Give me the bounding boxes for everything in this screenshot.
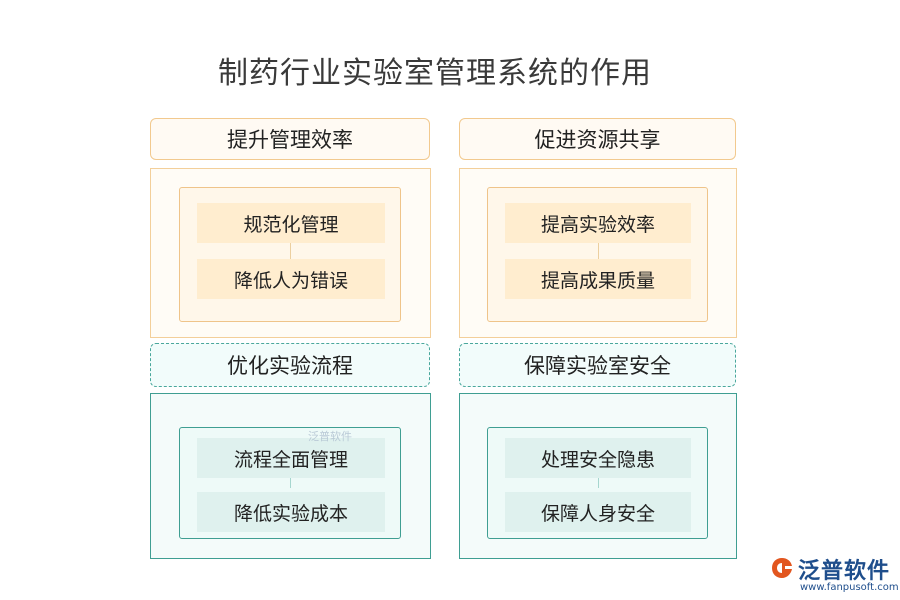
panel-process: 流程全面管理 降低实验成本 <box>150 393 431 559</box>
item-label: 规范化管理 <box>243 213 339 236</box>
panel-efficiency: 规范化管理 降低人为错误 <box>150 168 431 338</box>
item-label: 降低实验成本 <box>233 502 348 525</box>
connector-line <box>290 233 291 263</box>
header-process-label: 优化实验流程 <box>227 354 353 378</box>
item-process-2: 降低实验成本 <box>197 492 385 532</box>
inner-process: 流程全面管理 降低实验成本 <box>179 427 401 539</box>
item-safety-2: 保障人身安全 <box>505 492 691 532</box>
header-safety: 保障实验室安全 <box>459 343 736 387</box>
brand-logo: 泛普软件 www.fanpusoft.com <box>770 553 899 595</box>
header-sharing: 促进资源共享 <box>459 118 736 160</box>
watermark-text: 泛普软件 <box>308 430 352 443</box>
logo-url: www.fanpusoft.com <box>800 582 899 593</box>
connector-line <box>598 233 599 263</box>
watermark: 泛普软件 <box>308 428 352 444</box>
item-label: 降低人为错误 <box>233 269 348 292</box>
connector-line <box>598 468 599 488</box>
logo-icon <box>772 558 792 578</box>
inner-safety: 处理安全隐患 保障人身安全 <box>487 427 708 539</box>
item-label: 流程全面管理 <box>233 448 348 471</box>
item-efficiency-2: 降低人为错误 <box>197 259 385 299</box>
header-efficiency: 提升管理效率 <box>150 118 430 160</box>
item-sharing-2: 提高成果质量 <box>505 259 691 299</box>
panel-safety: 处理安全隐患 保障人身安全 <box>459 393 737 559</box>
inner-sharing: 提高实验效率 提高成果质量 <box>487 187 708 322</box>
item-efficiency-1: 规范化管理 <box>197 203 385 243</box>
inner-efficiency: 规范化管理 降低人为错误 <box>179 187 401 322</box>
item-process-1: 流程全面管理 <box>197 438 385 478</box>
header-safety-label: 保障实验室安全 <box>524 354 671 378</box>
item-label: 保障人身安全 <box>540 502 655 525</box>
connector-line <box>290 468 291 488</box>
panel-sharing: 提高实验效率 提高成果质量 <box>459 168 737 338</box>
item-label: 提高成果质量 <box>540 269 655 292</box>
item-safety-1: 处理安全隐患 <box>505 438 691 478</box>
item-label: 处理安全隐患 <box>540 448 655 471</box>
logo-text: 泛普软件 <box>798 559 891 584</box>
item-label: 提高实验效率 <box>540 213 655 236</box>
header-efficiency-label: 提升管理效率 <box>227 128 353 152</box>
header-process: 优化实验流程 <box>150 343 430 387</box>
item-sharing-1: 提高实验效率 <box>505 203 691 243</box>
page-title: 制药行业实验室管理系统的作用 <box>218 56 652 91</box>
header-sharing-label: 促进资源共享 <box>534 128 661 152</box>
